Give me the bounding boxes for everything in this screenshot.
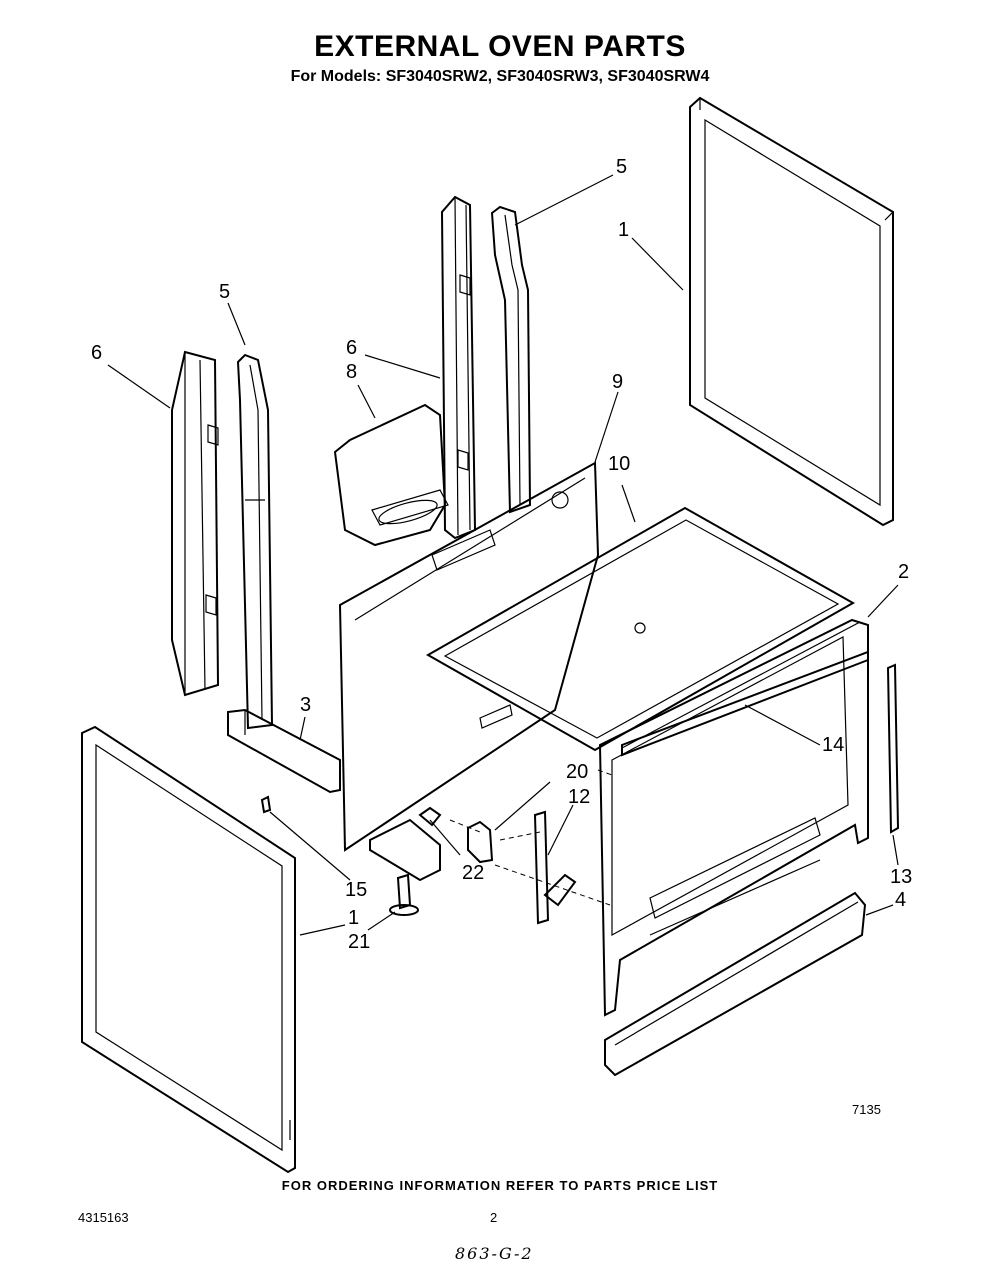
page-title: EXTERNAL OVEN PARTS [314,30,686,63]
callout-22: 22 [462,862,485,884]
callout-13: 13 [890,866,913,888]
callout-15: 15 [345,879,368,901]
callout-6-left: 6 [91,342,103,364]
part-vertical-trim-13 [886,663,900,834]
ordering-note: FOR ORDERING INFORMATION REFER TO PARTS … [281,1178,719,1193]
part-bracket-right-5 [490,205,532,514]
part-clip-22 [418,806,442,827]
part-rail-center-6 [440,195,477,540]
callout-12: 12 [568,786,591,808]
part-top-panel-10 [425,506,856,752]
callout-2: 2 [898,561,910,583]
callout-4: 4 [895,889,907,911]
part-trim-strip-14 [621,650,869,757]
part-hinge-12 [533,810,577,925]
part-side-panel-left [81,725,296,1174]
part-burner-cover-8 [333,403,449,547]
callout-21: 21 [348,931,371,953]
part-number: 4315163 [78,1210,129,1225]
figure-number: 7135 [852,1102,881,1117]
callout-10: 10 [608,453,631,475]
part-kick-panel-4 [604,891,867,1077]
part-side-panel-right [689,96,894,527]
part-back-panel-9 [338,461,600,852]
callout-14: 14 [822,734,845,756]
part-bottom-rail-3 [227,708,341,794]
callout-1-lower: 1 [348,907,360,929]
leader-lines [107,174,899,936]
part-front-frame-2 [598,618,869,1017]
part-bracket-20 [467,820,494,864]
callout-5-left: 5 [219,281,231,303]
models-subtitle: For Models: SF3040SRW2, SF3040SRW3, SF30… [290,68,710,85]
part-rail-left-6 [171,350,220,697]
handwritten-note: 863-G-2 [455,1244,534,1263]
callout-1-upper: 1 [618,219,630,241]
callout-8: 8 [346,361,358,383]
callout-9: 9 [612,371,624,393]
callout-6-center: 6 [346,337,358,359]
part-screw-15 [260,795,272,814]
part-leveling-leg-21 [389,873,419,916]
part-leg-bracket [369,818,441,882]
callout-3: 3 [300,694,312,716]
callout-20: 20 [566,761,589,783]
part-bracket-left-5 [236,353,274,730]
callout-5-upper: 5 [616,156,628,178]
page-number: 2 [490,1210,498,1225]
